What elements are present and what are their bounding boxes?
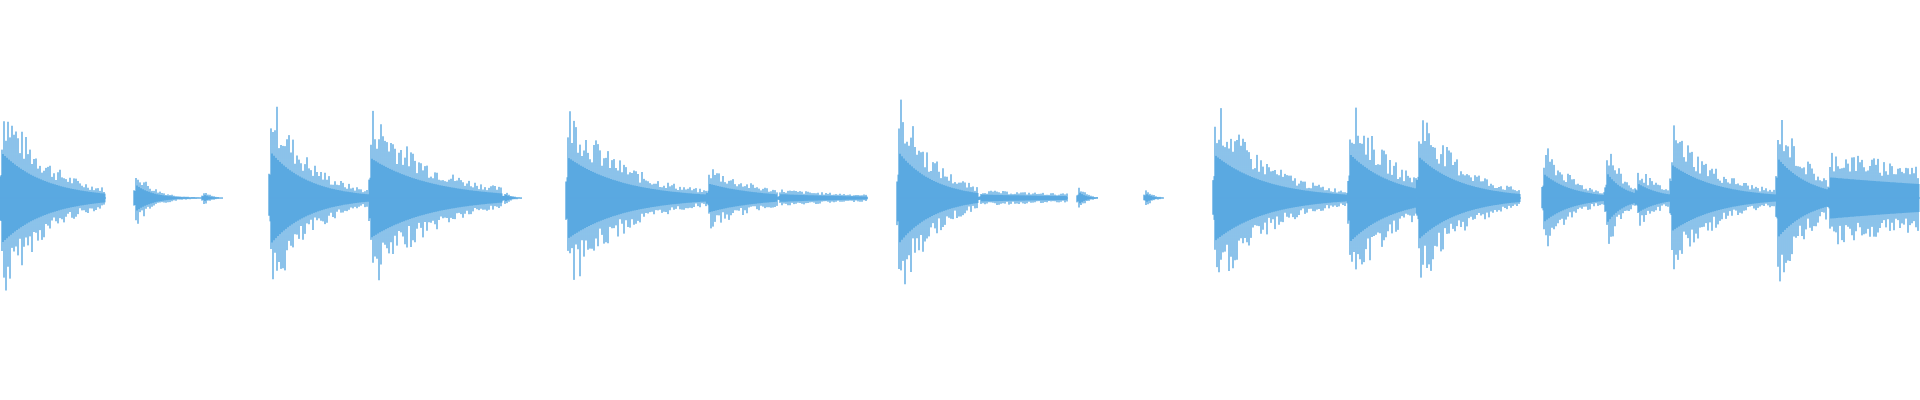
waveform-segment-hit-15	[1347, 107, 1417, 270]
waveform-segment-hit-14	[1212, 108, 1348, 273]
waveform-segment-hit-2	[133, 178, 202, 224]
waveform-segment-hit-13	[1143, 190, 1164, 205]
waveform-segment-hit-11	[978, 190, 1068, 205]
waveform-segment-hit-4	[268, 106, 369, 280]
waveform-segment-hit-12	[1076, 187, 1098, 208]
waveform-segment-hit-3	[201, 193, 223, 204]
waveform-segment-hit-10	[896, 99, 979, 285]
waveform-segment-hit-9	[777, 189, 868, 206]
waveform-segment-hit-7	[565, 111, 707, 280]
waveform-segment-hit-21	[1775, 120, 1828, 282]
waveform-segment-hit-5	[368, 110, 503, 281]
waveform-segment-hit-16	[1416, 120, 1521, 278]
waveform-segment-hit-6	[502, 192, 522, 204]
waveform-segment-hit-22	[1827, 152, 1920, 245]
waveform-segments	[0, 99, 1920, 291]
waveform-segment-hit-20	[1669, 125, 1776, 270]
waveform-segment-hit-17	[1541, 148, 1605, 247]
waveform-segment-hit-1	[0, 121, 106, 291]
waveform-segment-hit-18	[1604, 153, 1636, 244]
waveform-segment-hit-8	[706, 169, 778, 229]
waveform-segment-hit-19	[1635, 172, 1670, 226]
